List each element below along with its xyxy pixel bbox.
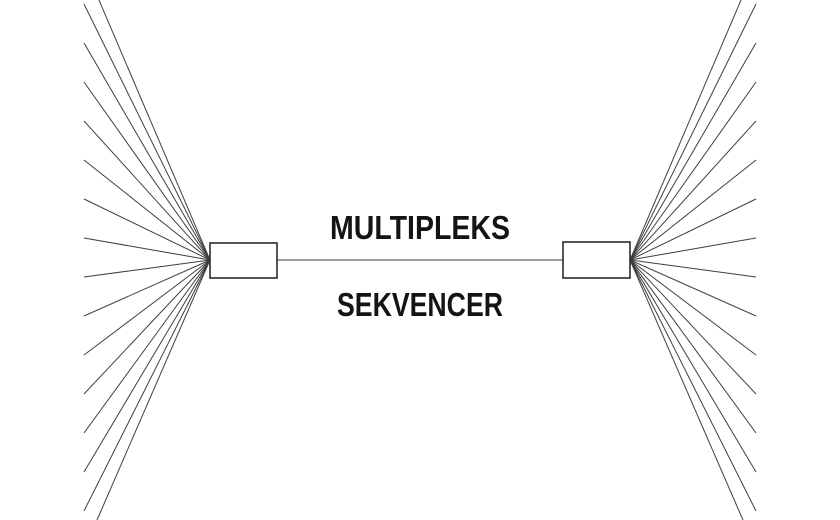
fan-line [83, 81, 211, 261]
fan-line [96, 259, 211, 520]
fan-line [629, 259, 757, 278]
fan-line [629, 42, 757, 261]
fan-line [629, 259, 757, 512]
right-fan-lines [629, 0, 757, 520]
right-node-box [562, 241, 631, 279]
fan-line [629, 259, 744, 520]
fan-line [629, 259, 757, 395]
fan-line [83, 3, 211, 261]
fan-line [83, 159, 211, 261]
fan-line [83, 259, 211, 434]
label-multipleks: MULTIPLEKS [330, 209, 510, 246]
fan-line [83, 259, 211, 512]
fan-line [98, 0, 211, 261]
fan-line [83, 259, 211, 356]
fan-line [629, 81, 757, 261]
left-fan-lines [83, 0, 211, 520]
fan-line [629, 259, 757, 356]
left-node-box [209, 242, 278, 279]
fan-line [629, 198, 757, 261]
fan-line [629, 259, 757, 434]
fan-line [83, 259, 211, 395]
fan-line [83, 42, 211, 261]
fan-line [83, 259, 211, 317]
fan-line [83, 198, 211, 261]
fan-line [629, 159, 757, 261]
fan-line [629, 120, 757, 261]
fan-line [83, 237, 211, 261]
fan-line [629, 259, 757, 317]
fan-line [629, 259, 757, 473]
label-sekvencer: SEKVENCER [337, 286, 503, 323]
fan-line [629, 0, 742, 261]
fan-line [83, 259, 211, 278]
fan-line [629, 237, 757, 261]
fan-line [83, 120, 211, 261]
fan-line [83, 259, 211, 473]
fan-line [629, 3, 757, 261]
